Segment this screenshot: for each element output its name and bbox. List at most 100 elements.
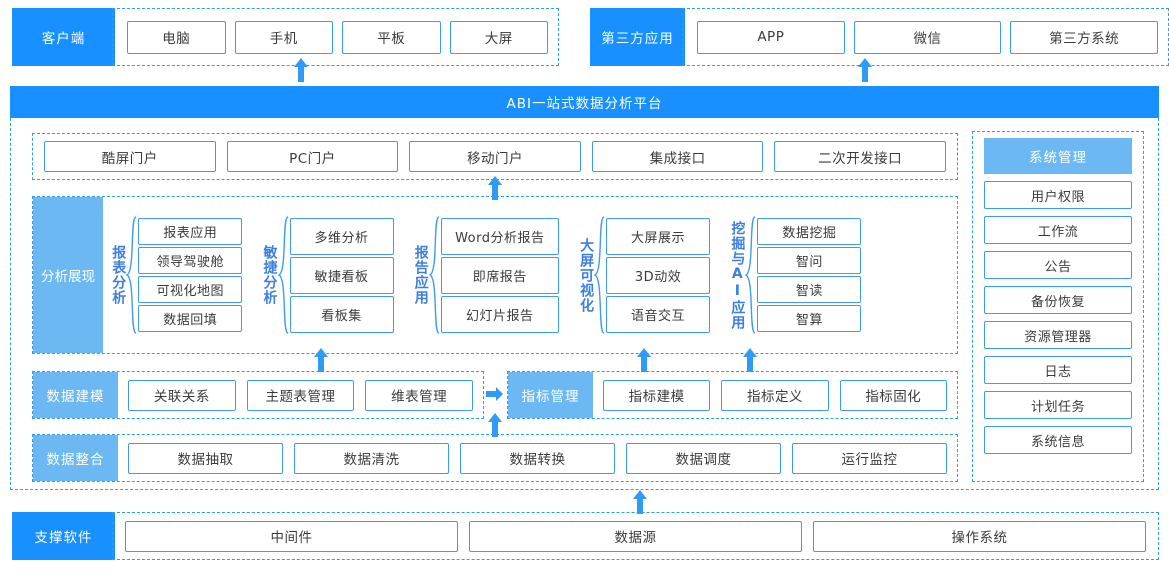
arrow-up-to-integration: [632, 490, 648, 514]
analysis-item-3d-effect[interactable]: 3D动效: [606, 256, 711, 294]
system-management-item-user-permission[interactable]: 用户权限: [984, 181, 1132, 209]
analysis-group-ai: 挖掘与AI应用 数据挖掘 智问 智读 智算: [729, 197, 862, 353]
modeling-item-relations[interactable]: 关联关系: [128, 379, 236, 411]
analysis-item-smart-ask[interactable]: 智问: [757, 247, 862, 274]
analysis-band: 分析展现 报表分析 报表应用 领导驾驶舱 可视化地图 数据回填 敏捷分析: [32, 196, 958, 354]
analysis-group-label-report: 报表分析: [110, 245, 127, 305]
client-item-phone[interactable]: 手机: [234, 20, 333, 54]
portal-item-kuping[interactable]: 酷屏门户: [44, 141, 216, 172]
support-item-middleware[interactable]: 中间件: [125, 520, 458, 552]
support-item-os[interactable]: 操作系统: [813, 520, 1146, 552]
analysis-groups: 报表分析 报表应用 领导驾驶舱 可视化地图 数据回填 敏捷分析: [103, 197, 957, 353]
brace-icon: [745, 215, 757, 335]
arrow-up-to-agile: [313, 348, 329, 372]
modeling-row: 数据建模 关联关系 主题表管理 维表管理: [32, 371, 484, 419]
third-party-item-wechat[interactable]: 微信: [853, 20, 1002, 54]
arrow-up-to-third-party: [857, 58, 873, 82]
system-management-item-workflow[interactable]: 工作流: [984, 216, 1132, 244]
integration-item-clean[interactable]: 数据清洗: [294, 442, 449, 474]
analysis-item-visual-map[interactable]: 可视化地图: [138, 276, 243, 303]
metric-row-tag: 指标管理: [508, 372, 593, 418]
client-item-bigscreen[interactable]: 大屏: [449, 20, 548, 54]
analysis-group-items-ai: 数据挖掘 智问 智读 智算: [757, 218, 862, 332]
client-item-pc[interactable]: 电脑: [127, 20, 226, 54]
integration-item-transform[interactable]: 数据转换: [460, 442, 615, 474]
integration-item-schedule[interactable]: 数据调度: [626, 442, 781, 474]
modeling-row-tag: 数据建模: [33, 372, 118, 418]
third-party-row-tag: 第三方应用: [590, 8, 685, 66]
analysis-group-bigscreen: 大屏可视化 大屏展示 3D动效 语音交互: [578, 197, 711, 353]
metric-item-modeling[interactable]: 指标建模: [603, 379, 711, 411]
modeling-item-dim-table[interactable]: 维表管理: [365, 379, 474, 411]
system-management-item-announcement[interactable]: 公告: [984, 251, 1132, 279]
platform-outer-container: [10, 118, 1159, 490]
integration-item-extract[interactable]: 数据抽取: [128, 442, 283, 474]
portal-item-pc[interactable]: PC门户: [226, 141, 399, 172]
modeling-item-subject-table[interactable]: 主题表管理: [246, 379, 355, 411]
analysis-item-multidim[interactable]: 多维分析: [289, 217, 394, 255]
analysis-group-agile: 敏捷分析 多维分析 敏捷看板 看板集: [261, 197, 394, 353]
arrow-up-to-bigscreen: [636, 348, 652, 372]
system-management-title: 系统管理: [984, 138, 1132, 174]
analysis-group-label-agile: 敏捷分析: [261, 245, 278, 305]
analysis-item-smart-calc[interactable]: 智算: [757, 305, 862, 332]
analysis-item-data-backfill[interactable]: 数据回填: [138, 305, 243, 332]
analysis-group-label-report-app: 报告应用: [412, 245, 429, 305]
analysis-item-bigscreen-display[interactable]: 大屏展示: [606, 217, 711, 255]
analysis-item-adhoc-report[interactable]: 即席报告: [440, 256, 559, 294]
integration-row-tag: 数据整合: [33, 435, 118, 481]
client-row-tag: 客户端: [12, 8, 115, 66]
third-party-item-app[interactable]: APP: [697, 20, 845, 54]
analysis-item-leader-cockpit[interactable]: 领导驾驶舱: [138, 247, 243, 274]
support-row-tag: 支撑软件: [12, 512, 115, 560]
brace-icon: [126, 215, 137, 335]
support-item-datasource[interactable]: 数据源: [469, 520, 802, 552]
arrow-up-to-ai: [742, 348, 758, 372]
system-management-item-scheduled-task[interactable]: 计划任务: [984, 391, 1132, 419]
portal-item-mobile[interactable]: 移动门户: [409, 141, 581, 172]
analysis-item-slide-report[interactable]: 幻灯片报告: [440, 295, 559, 333]
brace-icon: [594, 215, 605, 335]
arrow-up-to-portal: [487, 176, 503, 200]
portal-item-integration-api[interactable]: 集成接口: [591, 141, 764, 172]
analysis-band-tag: 分析展现: [33, 197, 103, 353]
analysis-item-smart-read[interactable]: 智读: [757, 276, 862, 303]
analysis-group-label-ai: 挖掘与AI应用: [729, 220, 746, 330]
arrow-up-to-client: [293, 58, 309, 82]
client-item-tablet[interactable]: 平板: [342, 20, 441, 54]
portal-item-dev-api[interactable]: 二次开发接口: [774, 141, 946, 172]
arrow-up-to-modeling: [487, 413, 503, 437]
integration-row-items: 数据抽取 数据清洗 数据转换 数据调度 运行监控: [118, 442, 957, 474]
arrow-right-modeling-to-metric: [486, 386, 504, 402]
system-management-item-backup-restore[interactable]: 备份恢复: [984, 286, 1132, 314]
third-party-row: 第三方应用 APP 微信 第三方系统: [578, 8, 1169, 66]
client-row-items: 电脑 手机 平板 大屏: [112, 8, 559, 66]
third-party-row-items: APP 微信 第三方系统: [682, 8, 1169, 66]
integration-item-monitor[interactable]: 运行监控: [792, 442, 947, 474]
analysis-item-report-app[interactable]: 报表应用: [138, 218, 243, 245]
third-party-item-system[interactable]: 第三方系统: [1010, 20, 1159, 54]
metric-item-solidify[interactable]: 指标固化: [839, 379, 947, 411]
support-row-items: 中间件 数据源 操作系统: [112, 512, 1159, 560]
modeling-row-items: 关联关系 主题表管理 维表管理: [118, 379, 483, 411]
brace-icon: [277, 215, 289, 335]
system-management-item-system-info[interactable]: 系统信息: [984, 426, 1132, 454]
analysis-group-items-report: 报表应用 领导驾驶舱 可视化地图 数据回填: [138, 218, 243, 332]
analysis-group-report-app: 报告应用 Word分析报告 即席报告 幻灯片报告: [412, 197, 559, 353]
integration-row: 数据整合 数据抽取 数据清洗 数据转换 数据调度 运行监控: [32, 434, 958, 482]
analysis-group-items-report-app: Word分析报告 即席报告 幻灯片报告: [440, 217, 559, 333]
analysis-item-voice-interaction[interactable]: 语音交互: [606, 295, 711, 333]
analysis-group-items-bigscreen: 大屏展示 3D动效 语音交互: [606, 217, 711, 333]
analysis-item-agile-dashboard[interactable]: 敏捷看板: [289, 256, 394, 294]
analysis-item-data-mining[interactable]: 数据挖掘: [757, 218, 862, 245]
support-row: 支撑软件 中间件 数据源 操作系统: [0, 512, 1169, 560]
analysis-item-dashboard-set[interactable]: 看板集: [289, 295, 394, 333]
system-management-panel: 系统管理 用户权限 工作流 公告 备份恢复 资源管理器 日志 计划任务 系统信息: [972, 131, 1144, 482]
system-management-item-resource-manager[interactable]: 资源管理器: [984, 321, 1132, 349]
analysis-item-word-report[interactable]: Word分析报告: [440, 217, 559, 255]
brace-icon: [428, 215, 440, 335]
system-management-item-log[interactable]: 日志: [984, 356, 1132, 384]
platform-title-bar: ABI一站式数据分析平台: [10, 86, 1159, 118]
metric-item-definition[interactable]: 指标定义: [721, 379, 829, 411]
